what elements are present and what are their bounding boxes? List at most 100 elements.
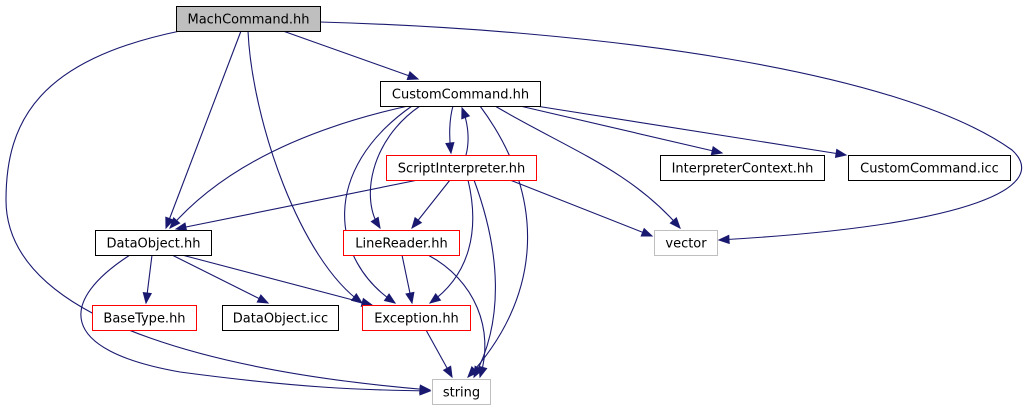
edge-custom-command-to-script-interpreter <box>445 105 455 155</box>
edge-line <box>427 254 486 378</box>
node-data-object[interactable]: DataObject.hh <box>95 230 212 256</box>
edge-arrowhead <box>669 216 681 230</box>
edge-arrowhead <box>710 146 724 156</box>
node-label: Exception.hh <box>374 312 459 327</box>
edge-line <box>429 179 474 304</box>
node-string: string <box>432 379 491 405</box>
node-interpreter-context[interactable]: InterpreterContext.hh <box>660 155 825 181</box>
edge-custom-command-to-data-object <box>169 105 409 230</box>
edge-mach-command-to-vector <box>319 21 1023 245</box>
node-label: ScriptInterpreter.hh <box>398 162 525 177</box>
edge-line <box>165 30 242 229</box>
node-line-reader[interactable]: LineReader.hh <box>343 230 460 256</box>
edge-arrowhead <box>640 227 654 237</box>
edge-data-object-to-string <box>80 254 432 396</box>
node-box <box>95 230 212 256</box>
edge-mach-command-to-string <box>5 30 432 394</box>
edge-arrowhead <box>442 365 453 379</box>
node-base-type[interactable]: BaseType.hh <box>92 305 197 331</box>
node-box <box>848 155 1011 181</box>
edge-line <box>319 21 1023 241</box>
edge-line <box>175 179 419 230</box>
edge-arrowhead <box>169 216 181 230</box>
edge-script-interpreter-to-custom-command <box>461 106 471 156</box>
edge-line <box>169 105 409 229</box>
edge-data-object-to-exception <box>181 254 374 307</box>
node-box <box>432 379 491 405</box>
edge-mach-command-to-exception <box>247 30 364 304</box>
edge-line-reader-to-exception <box>401 254 415 305</box>
edge-arrowhead <box>142 291 153 305</box>
node-box <box>362 305 471 331</box>
node-data-object-icc[interactable]: DataObject.icc <box>222 305 339 331</box>
node-label: DataObject.icc <box>233 312 328 327</box>
node-custom-command-icc[interactable]: CustomCommand.icc <box>848 155 1011 181</box>
edge-mach-command-to-data-object <box>165 30 242 230</box>
node-label: BaseType.hh <box>103 312 185 327</box>
node-label: string <box>443 386 480 401</box>
edge-line <box>171 254 269 304</box>
edge-custom-command-to-line-reader <box>369 105 421 230</box>
edge-custom-command-to-interpreter-context <box>519 105 724 156</box>
edge-arrowhead <box>383 293 397 304</box>
edge-layer <box>5 21 1023 396</box>
node-label: MachCommand.hh <box>188 13 310 28</box>
edge-arrowhead <box>478 365 488 379</box>
edge-line <box>467 105 529 378</box>
node-box <box>380 81 541 107</box>
edge-script-interpreter-to-exception <box>428 179 474 304</box>
node-box <box>222 305 339 331</box>
node-label: vector <box>665 237 707 252</box>
edge-data-object-to-data-object-icc <box>171 254 270 304</box>
edge-custom-command-to-vector <box>494 105 681 230</box>
edge-arrowhead <box>174 222 188 232</box>
node-box <box>176 6 321 32</box>
edge-custom-command-to-string <box>467 105 529 378</box>
node-label: CustomCommand.hh <box>392 88 529 103</box>
edge-arrowhead <box>834 148 848 159</box>
node-script-interpreter[interactable]: ScriptInterpreter.hh <box>386 155 537 181</box>
edge-custom-command-to-exception <box>344 105 413 304</box>
node-custom-command[interactable]: CustomCommand.hh <box>380 81 541 107</box>
edge-script-interpreter-to-data-object <box>174 179 419 232</box>
edge-arrowhead <box>445 142 455 155</box>
edge-arrowhead <box>165 216 175 230</box>
node-mach-command[interactable]: MachCommand.hh <box>176 6 321 32</box>
edge-line <box>282 30 419 80</box>
edge-line-reader-to-string <box>427 254 488 379</box>
edge-exception-to-string <box>425 329 453 379</box>
edge-line <box>494 105 681 229</box>
edge-line <box>247 30 363 304</box>
edge-line <box>80 254 431 392</box>
node-label: LineReader.hh <box>355 237 448 252</box>
edge-line <box>509 179 653 237</box>
edge-script-interpreter-to-line-reader <box>411 179 451 230</box>
node-box <box>654 230 718 256</box>
edge-arrowhead <box>411 216 423 230</box>
edge-data-object-to-base-type <box>142 254 153 305</box>
edge-arrowhead <box>717 234 730 245</box>
node-box <box>660 155 825 181</box>
edge-line <box>181 254 373 306</box>
edge-line <box>5 30 431 391</box>
node-box <box>92 305 197 331</box>
edge-line <box>519 105 723 154</box>
edge-arrowhead <box>406 71 420 80</box>
node-box <box>343 230 460 256</box>
edge-custom-command-to-custom-command-icc <box>535 105 848 159</box>
node-box <box>386 155 537 181</box>
edge-script-interpreter-to-vector <box>509 179 654 237</box>
node-exception[interactable]: Exception.hh <box>362 305 471 331</box>
node-layer: MachCommand.hhCustomCommand.hhScriptInte… <box>92 6 1011 405</box>
edge-arrowhead <box>405 291 415 305</box>
node-vector: vector <box>654 230 718 256</box>
edge-arrowhead <box>419 386 432 396</box>
edge-line <box>473 179 496 378</box>
edge-arrowhead <box>256 294 270 304</box>
edge-line <box>535 105 847 156</box>
edge-line <box>369 105 421 229</box>
edge-line <box>344 105 413 304</box>
edge-arrowhead <box>370 216 381 230</box>
